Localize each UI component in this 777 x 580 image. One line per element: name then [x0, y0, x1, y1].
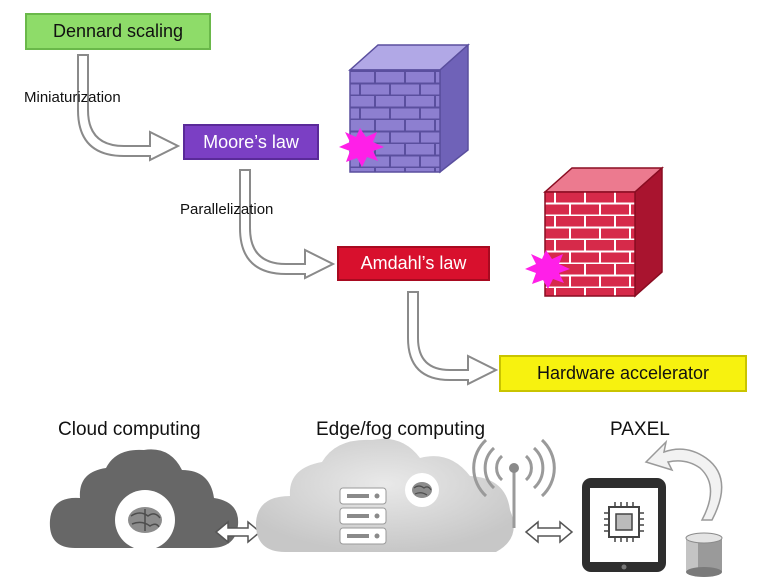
moores-law-label: Moore’s law [203, 131, 299, 152]
red-brick-wall-icon [543, 166, 664, 298]
burst-icon-red [525, 250, 570, 289]
cloud-computing-title: Cloud computing [58, 419, 201, 440]
moores-law-box: Moore’s law [183, 124, 319, 160]
database-icon [685, 532, 723, 577]
amdahls-law-box: Amdahl’s law [337, 246, 490, 281]
brain-icon [128, 507, 162, 533]
chip-icon [604, 502, 644, 542]
brain-icon-small [412, 482, 432, 498]
server-rack-icon [339, 487, 387, 545]
dennard-scaling-box: Dennard scaling [25, 13, 211, 50]
parallelization-label: Parallelization [180, 201, 274, 218]
amdahls-law-label: Amdahl’s law [360, 253, 467, 273]
paxel-title: PAXEL [610, 419, 670, 440]
hardware-accelerator-label: Hardware accelerator [536, 363, 710, 383]
edge-fog-computing-title: Edge/fog computing [316, 419, 486, 440]
burst-icon-purple [339, 128, 384, 167]
wifi-antenna-icon [472, 438, 556, 528]
hardware-accelerator-box: Hardware accelerator [499, 355, 747, 392]
flow-arrow-miniaturization [77, 54, 181, 162]
double-arrow-icon-right [524, 520, 574, 544]
flow-arrow-parallelization [239, 169, 336, 280]
dennard-scaling-label: Dennard scaling [52, 21, 184, 41]
curved-arrow-icon [644, 439, 723, 521]
miniaturization-label: Miniaturization [24, 89, 121, 106]
flow-arrow-accelerator [407, 291, 499, 386]
